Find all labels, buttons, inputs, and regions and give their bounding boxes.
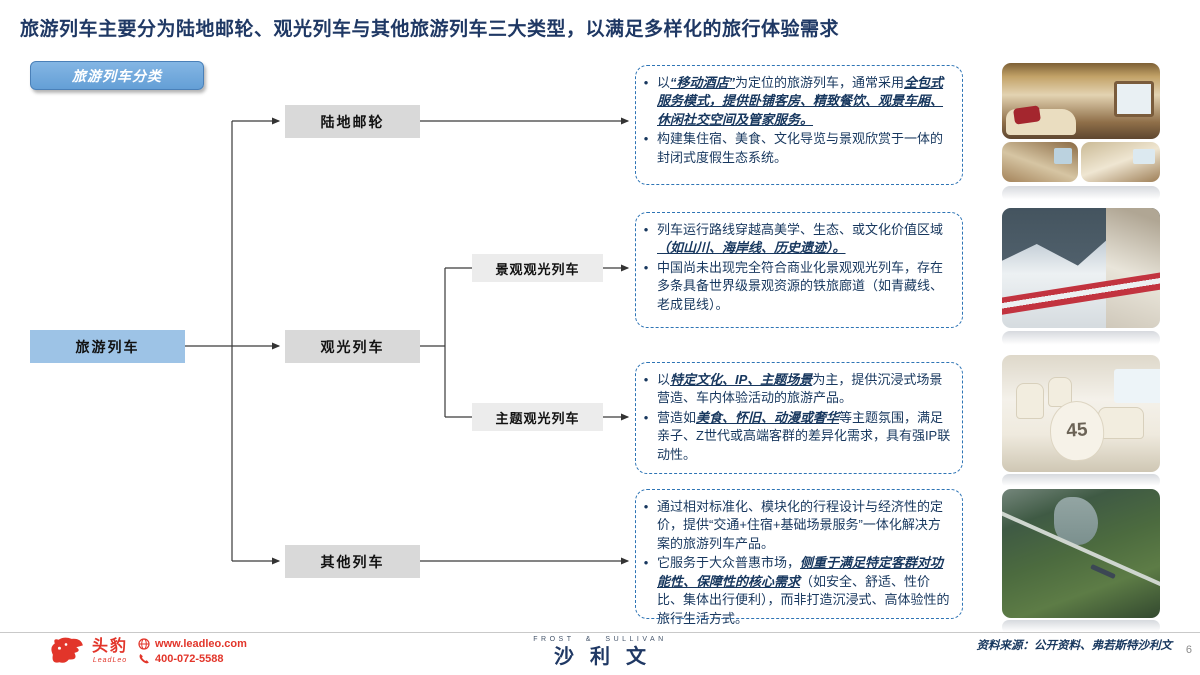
window-shape <box>1133 149 1155 164</box>
photo-luxury-cabin-left <box>1002 142 1078 182</box>
photo-aerial-forest-railway <box>1002 489 1160 618</box>
flow-node-other-train: 其他列车 <box>285 545 420 578</box>
bullet-item: •列车运行路线穿越高美学、生态、或文化价值区域（如山川、海岸线、历史遗迹）。 <box>643 222 944 256</box>
seat-shape <box>1016 383 1044 419</box>
other-train-detail-box: •通过相对标准化、模块化的行程设计与经济性的定价，提供“交通+住宿+基础场景服务… <box>635 489 963 626</box>
phone-icon <box>139 653 149 663</box>
frost-sullivan-logo: FROST & SULLIVAN 沙利文 <box>533 636 666 667</box>
photo-luxury-train-lounge <box>1002 63 1160 139</box>
frost-sullivan-en: FROST & SULLIVAN <box>533 636 667 643</box>
photo-reflection <box>1002 474 1160 488</box>
flow-node-land-cruise: 陆地邮轮 <box>285 105 420 138</box>
train-window-shape <box>1114 81 1154 117</box>
flow-node-tourism-train: 旅游列车 <box>30 330 185 363</box>
window-shape <box>1114 369 1160 403</box>
bullet-item: •中国尚未出现完全符合商业化景观观光列车，存在多条具备世界级景观资源的铁旅廊道（… <box>643 259 944 312</box>
bullet-item: •以“移动酒店”为定位的旅游列车，通常采用全包式服务模式，提供卧铺客房、精致餐饮… <box>643 75 944 127</box>
land-cruise-detail-box: •以“移动酒店”为定位的旅游列车，通常采用全包式服务模式，提供卧铺客房、精致餐饮… <box>635 65 963 185</box>
photo-luxury-cabin-right <box>1081 142 1160 182</box>
seat-shape <box>1098 407 1144 439</box>
brand-name: 头豹 LeadLeo <box>92 637 129 664</box>
section-badge: 旅游列车分类 <box>30 61 204 90</box>
frost-sullivan-cn: 沙利文 <box>553 646 662 668</box>
globe-icon <box>138 637 150 650</box>
source-note: 资料来源：公开资料、弗若斯特沙利文 <box>976 640 1173 652</box>
bullet-item: •它服务于大众普惠市场，侧重于满足特定客群对功能性、保障性的核心需求（如安全、舒… <box>643 555 950 626</box>
footer-brand-block: 头豹 LeadLeo www.leadleo.com 400-072-5588 <box>46 636 247 666</box>
leadleo-leopard-logo <box>51 637 83 663</box>
bullet-item: •通过相对标准化、模块化的行程设计与经济性的定价，提供“交通+住宿+基础场景服务… <box>643 499 944 551</box>
photo-red-train-snow-mountains <box>1002 208 1160 328</box>
bullet-item: •营造如美食、怀旧、动漫或奢华等主题氛围，满足亲子、Z世代或高端客群的差异化需求… <box>643 409 951 462</box>
flow-node-scenic-sightseeing-train: 景观观光列车 <box>472 254 603 282</box>
brand-cn: 头豹 <box>92 637 129 655</box>
photo-reflection <box>1002 331 1160 347</box>
flow-node-sightseeing-train: 观光列车 <box>285 330 420 363</box>
bullet-item: •以特定文化、IP、主题场景为主，提供沉浸式场景营造、车内体验活动的旅游产品。 <box>643 372 943 406</box>
page-title: 旅游列车主要分为陆地邮轮、观光列车与其他旅游列车三大类型，以满足多样化的旅行体验… <box>20 19 840 40</box>
contact-block: www.leadleo.com 400-072-5588 <box>138 638 247 665</box>
snow-cliff-shape <box>1106 208 1160 328</box>
phone-number: 400-072-5588 <box>155 652 224 665</box>
bullet-item: •构建集住宿、美食、文化导览与景观欣赏于一体的封闭式度假生态系统。 <box>643 131 944 165</box>
window-shape <box>1054 148 1072 164</box>
website-row: www.leadleo.com <box>138 638 247 650</box>
flow-node-theme-sightseeing-train: 主题观光列车 <box>472 403 603 431</box>
website-link[interactable]: www.leadleo.com <box>155 637 247 650</box>
theme-train-detail-box: •以特定文化、IP、主题场景为主，提供沉浸式场景营造、车内体验活动的旅游产品。•… <box>635 362 963 474</box>
phone-row: 400-072-5588 <box>138 653 247 665</box>
footer-divider <box>0 632 1200 633</box>
page-number: 6 <box>1185 644 1192 656</box>
scenic-train-detail-box: •列车运行路线穿越高美学、生态、或文化价值区域（如山川、海岸线、历史遗迹）。•中… <box>635 212 963 328</box>
photo-reflection <box>1002 186 1160 202</box>
photo-theme-train-interior: 45 <box>1002 355 1160 472</box>
photo-reflection <box>1002 620 1160 634</box>
brand-en: LeadLeo <box>92 656 128 664</box>
